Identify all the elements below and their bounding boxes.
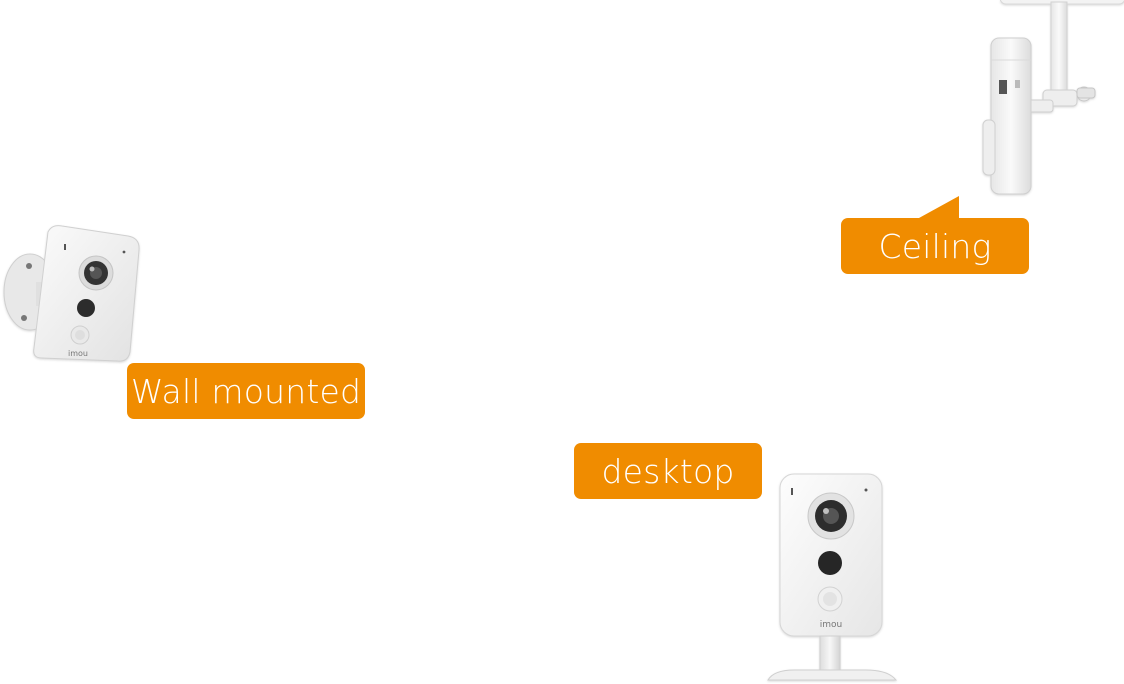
wall-mounted-camera: imou [3,225,140,362]
ceiling-label: Ceiling [878,226,992,266]
imou-logo-desktop: imou [820,620,842,630]
wall-mounted-label: Wall mounted [130,371,362,411]
desktop-label: desktop [601,451,735,491]
ceiling-label-bubble: Ceiling [841,196,1029,274]
desktop-camera: imou [767,473,898,681]
desktop-label-bubble: desktop [574,443,762,499]
bubble-tail [919,196,959,218]
ceiling-camera [982,0,1124,195]
imou-logo-wall: imou [68,349,88,358]
wall-mounted-label-bubble: Wall mounted [127,363,365,419]
